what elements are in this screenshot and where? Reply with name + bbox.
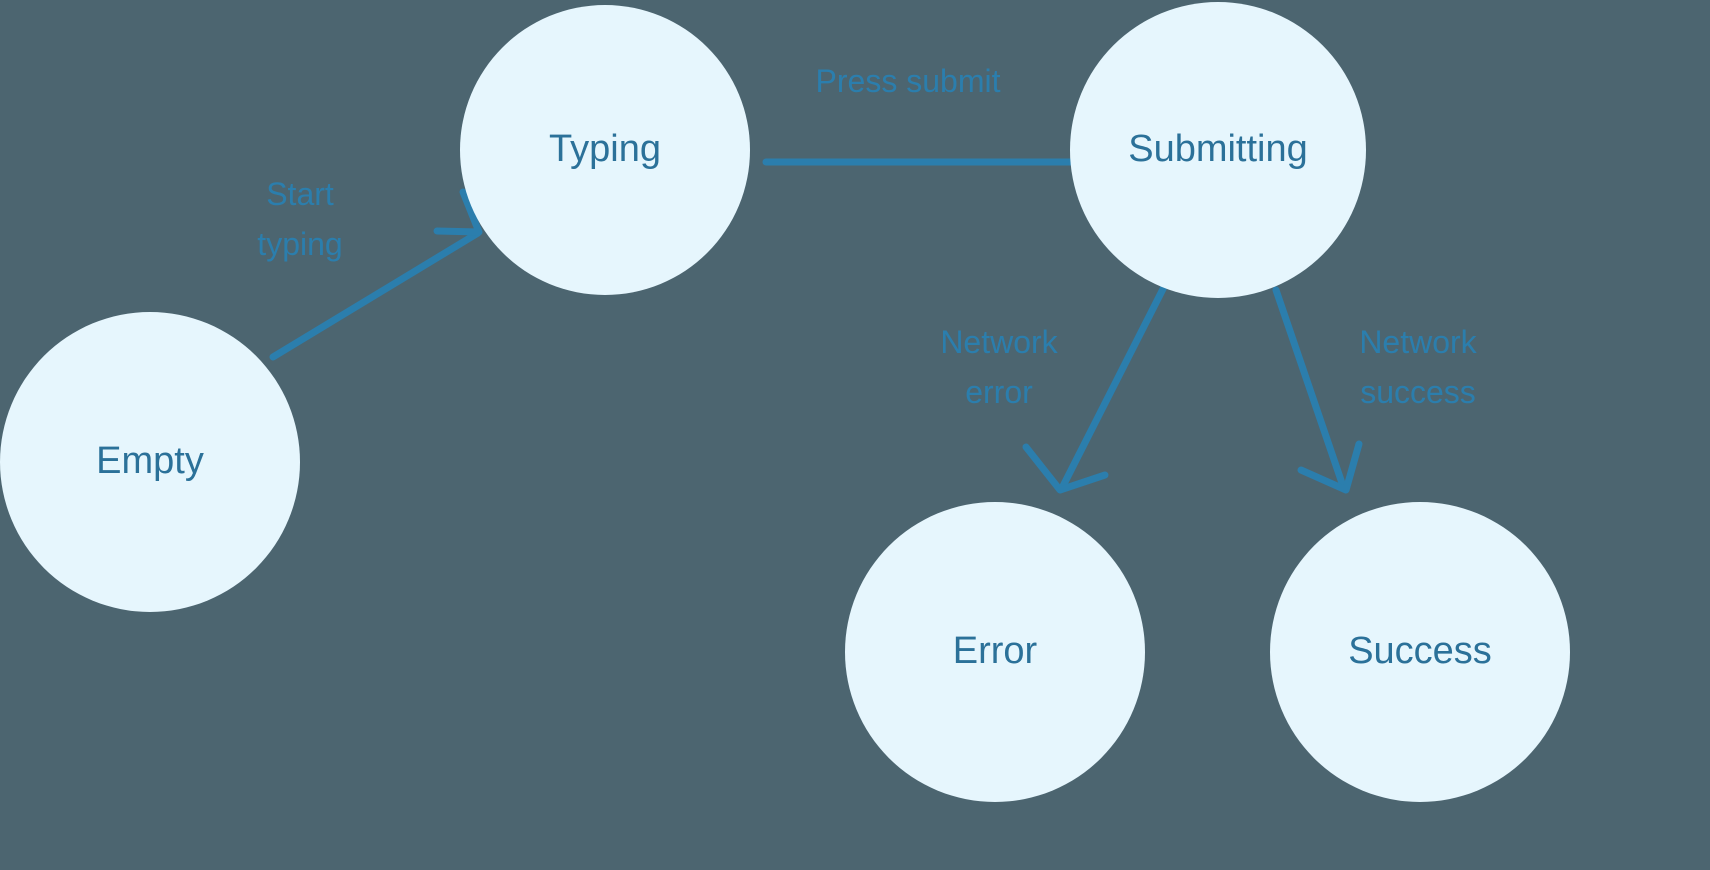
state-node-error-label: Error [953, 630, 1038, 672]
state-node-typing-label: Typing [549, 128, 661, 170]
edge-submitting-to-error-arrowhead [1022, 443, 1109, 494]
edge-label-empty-to-typing: Start typing [257, 176, 342, 262]
state-node-submitting-circle[interactable] [1070, 2, 1366, 298]
edge-label-line-1: Start [266, 176, 334, 212]
state-node-error-circle[interactable] [845, 502, 1145, 802]
state-node-typing[interactable]: Typing [460, 5, 750, 295]
edge-submitting-to-success [1272, 286, 1363, 494]
state-node-empty[interactable]: Empty [0, 312, 300, 612]
edge-submitting-to-error [1022, 283, 1168, 494]
edge-empty-to-typing-line [269, 229, 482, 361]
state-node-success-label: Success [1348, 630, 1492, 672]
edge-label-line-2: typing [257, 226, 342, 262]
state-node-empty-label: Empty [96, 440, 204, 482]
edge-label-line-1: Network [1359, 324, 1477, 360]
edge-empty-to-typing-arrowhead [433, 188, 483, 236]
edge-label-submitting-to-success: Network success [1359, 324, 1477, 410]
edge-label-line-2: success [1360, 374, 1476, 410]
state-node-submitting[interactable]: Submitting [1070, 2, 1366, 298]
edge-submitting-to-success-line [1272, 286, 1347, 490]
state-node-submitting-label: Submitting [1128, 128, 1308, 170]
state-node-typing-circle[interactable] [460, 5, 750, 295]
edge-label-line-1: Press submit [816, 63, 1001, 99]
edge-label-typing-to-submitting: Press submit [816, 63, 1001, 99]
edge-submitting-to-error-line [1059, 283, 1168, 490]
edge-empty-to-typing [269, 188, 483, 361]
edge-label-line-2: error [965, 374, 1033, 410]
edge-label-submitting-to-error: Network error [940, 324, 1058, 410]
state-node-success[interactable]: Success [1270, 502, 1570, 802]
edge-label-line-1: Network [940, 324, 1058, 360]
edge-submitting-to-success-arrowhead [1297, 440, 1363, 494]
state-node-success-circle[interactable] [1270, 502, 1570, 802]
state-node-error[interactable]: Error [845, 502, 1145, 802]
state-node-empty-circle[interactable] [0, 312, 300, 612]
